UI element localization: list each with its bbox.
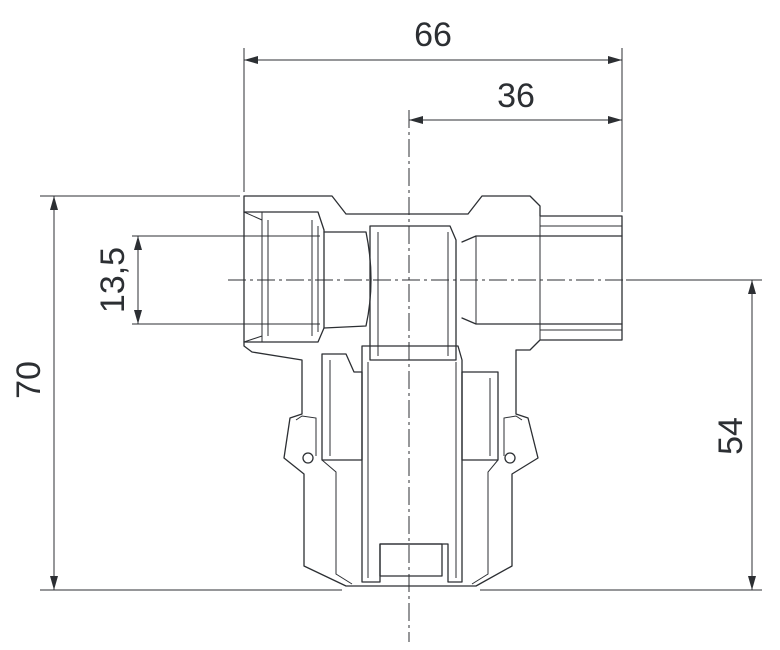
lower-insert [361,345,463,583]
right-collet-taper [471,459,499,585]
dimension-overall-height: 70 [10,195,762,591]
left-port-bore [243,211,325,343]
right-passage [461,235,623,243]
dimension-port-diameter: 13,5 [94,235,320,325]
dimension-half-width: 36 [409,77,622,124]
insert-tip [379,543,443,577]
label-66: 66 [414,16,452,54]
label-54: 54 [712,417,750,455]
left-port-chamfer [243,211,263,343]
label-70: 70 [10,361,48,399]
dimension-overall-width: 66 [243,16,623,212]
right-clip [503,415,523,456]
right-thread-line [540,225,622,331]
body-outline [243,195,623,587]
left-clip [295,415,317,456]
o-ring-left [302,452,314,464]
label-13-5: 13,5 [94,247,132,313]
fitting-body [243,195,623,587]
left-passage [323,231,372,329]
right-nut [461,371,499,461]
left-nut [321,353,363,461]
o-ring-right [504,452,516,464]
center-lines [228,110,628,642]
central-tube [369,225,457,361]
right-passage-lower [461,317,623,325]
left-collet-taper [321,459,353,585]
dimension-axis-height: 54 [626,279,762,590]
label-36: 36 [497,77,535,115]
